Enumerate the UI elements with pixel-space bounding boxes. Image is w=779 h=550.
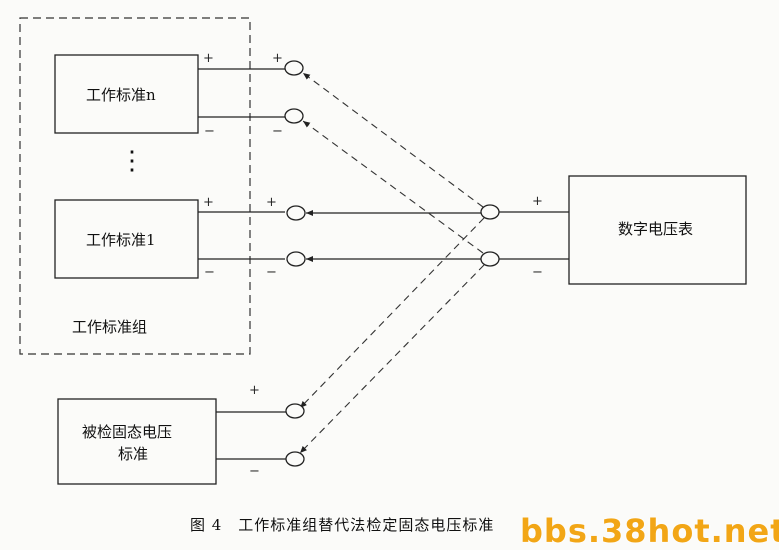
sign-n-minus-left: − <box>204 124 215 139</box>
terminal-1-minus <box>286 251 306 267</box>
sign-1-plus-left: + <box>203 195 214 210</box>
working-standard-n-box <box>54 54 199 134</box>
watermark: bbs.38hot.net <box>520 512 779 550</box>
standard-1-label: 工作标准1 <box>86 231 156 249</box>
sign-1-minus-left: − <box>204 265 215 280</box>
dut-label-line2: 标准 <box>118 445 149 463</box>
terminal-n-plus <box>284 60 304 76</box>
sign-dut-minus: − <box>249 464 260 479</box>
dut-label-line1: 被检固态电压 <box>82 423 173 441</box>
sign-n-minus-right: − <box>272 124 283 139</box>
sign-1-plus-right: + <box>266 195 277 210</box>
terminal-dut-minus <box>285 451 305 467</box>
sign-dvm-minus: − <box>532 265 543 280</box>
terminal-dvm-minus <box>480 251 500 267</box>
dut-standard-box <box>57 398 217 485</box>
figure-caption: 图 4 工作标准组替代法检定固态电压标准 <box>190 516 495 534</box>
group-label: 工作标准组 <box>72 318 148 336</box>
digital-voltmeter-box <box>568 175 747 285</box>
terminal-n-minus <box>284 108 304 124</box>
standard-n-label: 工作标准n <box>86 86 156 104</box>
terminals <box>284 60 500 467</box>
solid-wires <box>198 68 569 460</box>
working-standard-1-box <box>54 199 199 279</box>
sign-dut-plus: + <box>249 383 260 398</box>
dashed-wires <box>299 72 485 454</box>
terminal-dut-plus <box>285 403 305 419</box>
standard-group-boundary <box>19 17 251 355</box>
sign-n-plus-left: + <box>203 51 214 66</box>
dvm-label: 数字电压表 <box>618 220 694 238</box>
sign-n-plus-right: + <box>272 51 283 66</box>
ellipsis-dots: ⋮ <box>119 146 145 176</box>
terminal-1-plus <box>286 205 306 221</box>
sign-1-minus-right: − <box>266 265 277 280</box>
terminal-dvm-plus <box>480 204 500 220</box>
sign-dvm-plus: + <box>532 194 543 209</box>
